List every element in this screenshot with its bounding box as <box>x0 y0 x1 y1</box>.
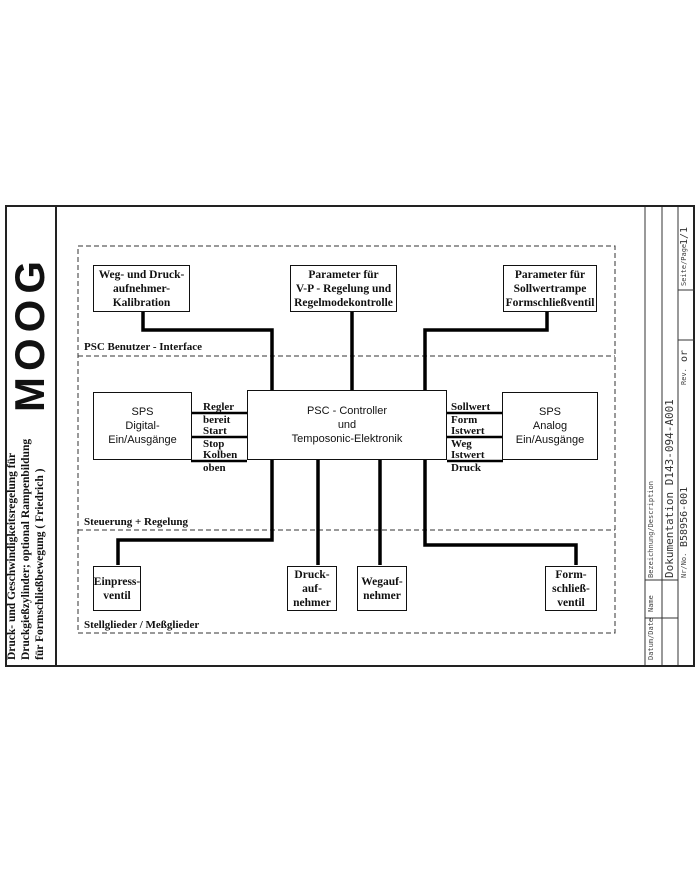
zone-label-actuators: Stellglieder / Meßglieder <box>84 619 200 631</box>
title-block-number-label: Nr/No. <box>680 552 688 578</box>
analog-signal-4: Weg <box>451 438 472 450</box>
link-formschliessventil <box>423 460 578 565</box>
box-einpressventil: Einpress- ventil <box>93 566 141 611</box>
box-sps-digital: SPS Digital- Ein/Ausgänge <box>93 392 192 460</box>
analog-signal-5: Istwert <box>451 449 485 461</box>
digital-signal-1: Regler <box>203 401 235 413</box>
title-block-name-label: Name <box>647 595 655 612</box>
digital-signal-4: Stop <box>203 438 225 450</box>
digital-signal-6: oben <box>203 462 226 474</box>
box-psc-controller: PSC - Controller und Temposonic-Elektron… <box>247 390 447 460</box>
link-einpressventil <box>116 460 274 565</box>
title-block-date-label: Datum/Date <box>647 617 655 660</box>
digital-signal-2: bereit <box>203 414 231 426</box>
box-calibration: Weg- und Druck- aufnehmer- Kalibration <box>93 265 190 312</box>
digital-signal-3: Start <box>203 425 227 437</box>
title-block-description-label: Bezeichnung/Description <box>647 481 655 578</box>
zone-border <box>77 245 616 634</box>
title-block-page-label: Seite/Page <box>680 243 688 286</box>
link-parameters-ramp <box>423 312 549 390</box>
analog-signal-2: Form <box>451 414 478 426</box>
zone-label-control: Steuerung + Regelung <box>84 516 189 528</box>
analog-signal-3: Istwert <box>451 425 485 437</box>
box-formschliessventil: Form- schließ- ventil <box>545 566 597 611</box>
title-block-rev-label: Rev. <box>680 368 688 385</box>
title-block-description-value: Dokumentation D143-094-A001 <box>663 399 676 578</box>
box-sps-analog: SPS Analog Ein/Ausgänge <box>502 392 598 460</box>
box-parameters-vp: Parameter für V-P - Regelung und Regelmo… <box>290 265 397 312</box>
analog-signal-6: Druck <box>451 462 481 474</box>
box-wegaufnehmer: Wegauf- nehmer <box>357 566 407 611</box>
side-title-strip <box>5 205 57 667</box>
zone-label-interface: PSC Benutzer - Interface <box>84 341 203 353</box>
digital-signal-5: Kolben <box>203 449 238 461</box>
box-parameters-ramp: Parameter für Sollwertrampe Formschließv… <box>503 265 597 312</box>
title-block-rev-value: or <box>679 349 690 362</box>
box-druckaufnehmer: Druck- auf- nehmer <box>287 566 337 611</box>
analog-signal-1: Sollwert <box>451 401 491 413</box>
link-calibration <box>141 312 274 390</box>
title-block-number-value: B58956-001 <box>679 486 690 547</box>
title-block-page-value: 1/1 <box>679 226 690 245</box>
